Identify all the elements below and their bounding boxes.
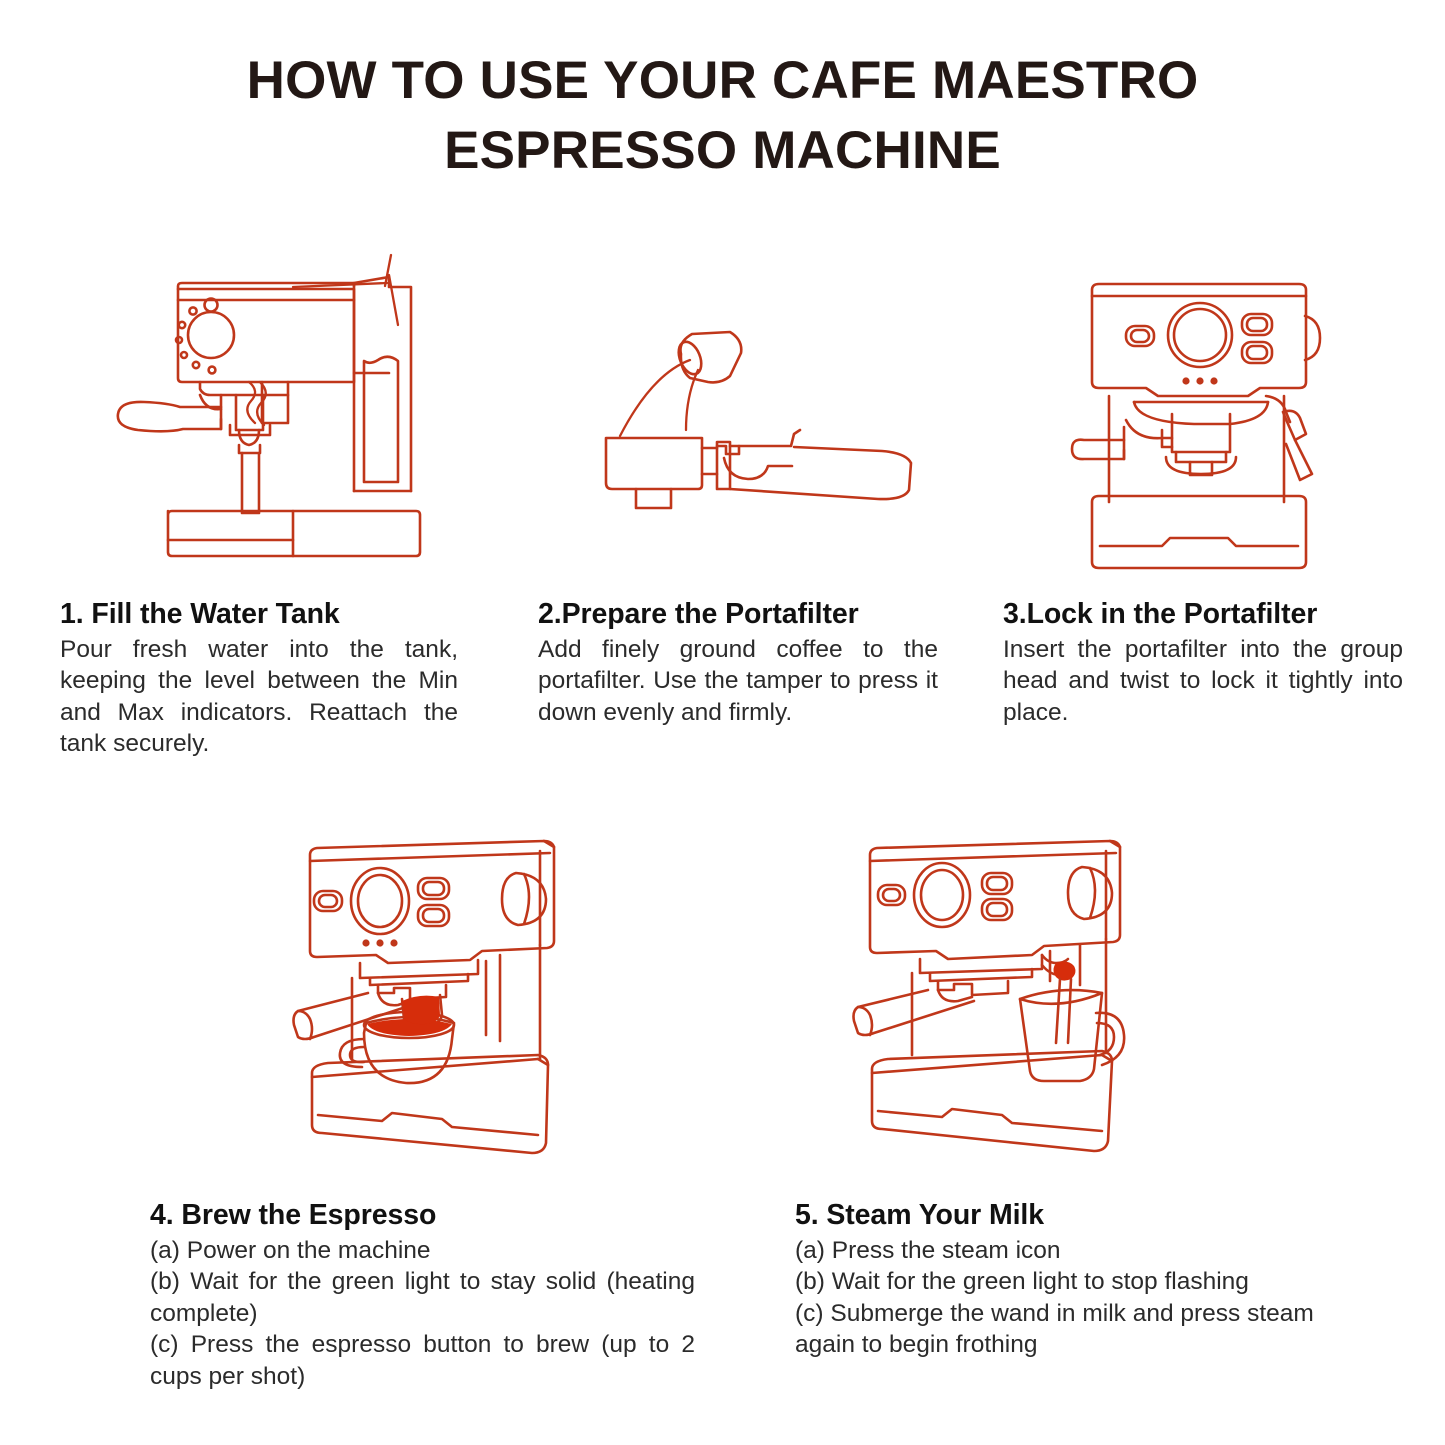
- step-1-body: Pour fresh water into the tank, keeping …: [60, 635, 458, 758]
- step-3-text-block: 3.Lock in the Portafilter Insert the por…: [1003, 598, 1403, 728]
- step-5-substep-c: (c) Submerge the wand in milk and press …: [795, 1299, 1314, 1359]
- step-5-heading: 5. Steam Your Milk: [795, 1199, 1044, 1231]
- title-line-2: ESPRESSO MACHINE: [444, 121, 1001, 181]
- step-1-text-block: 1. Fill the Water Tank Pour fresh water …: [60, 598, 458, 760]
- step-3-heading: 3.Lock in the Portafilter: [1003, 598, 1318, 630]
- step-4-substep-list: (a) Power on the machine (b) Wait for th…: [150, 1235, 695, 1393]
- page-title: HOW TO USE YOUR CAFE MAESTRO ESPRESSO MA…: [0, 46, 1445, 187]
- step-2-body: Add finely ground coffee to the portafil…: [538, 635, 938, 726]
- step-5-text-block: 5. Steam Your Milk (a) Press the steam i…: [795, 1199, 1338, 1361]
- step-2-heading: 2.Prepare the Portafilter: [538, 598, 859, 630]
- step-5-substep-a: (a) Press the steam icon: [795, 1236, 1061, 1264]
- step-4-substep-b: (b) Wait for the green light to stay sol…: [150, 1268, 695, 1327]
- step-2-text-block: 2.Prepare the Portafilter Add finely gro…: [538, 598, 938, 728]
- step-4-text-block: 4. Brew the Espresso (a) Power on the ma…: [150, 1199, 695, 1393]
- illustration-step-3-espresso-machine-front-view: [1062, 262, 1358, 574]
- title-line-1: HOW TO USE YOUR CAFE MAESTRO: [246, 51, 1199, 110]
- illustration-step-4-machine-brewing-espresso: [292, 833, 578, 1159]
- step-5-substep-list: (a) Press the steam icon (b) Wait for th…: [795, 1235, 1338, 1361]
- step-5-substep-b: (b) Wait for the green light to stop fla…: [795, 1268, 1249, 1296]
- step-4-substep-c: (c) Press the espresso button to brew (u…: [150, 1331, 695, 1390]
- illustration-step-1-espresso-machine-side-view: [108, 243, 480, 573]
- step-4-substep-a: (a) Power on the machine: [150, 1236, 431, 1264]
- illustration-step-5-machine-steaming-milk: [852, 833, 1148, 1159]
- illustration-step-2-portafilter-pouring-grounds: [578, 318, 930, 544]
- step-1-heading: 1. Fill the Water Tank: [60, 598, 340, 630]
- step-3-body: Insert the portafilter into the group he…: [1003, 635, 1403, 726]
- step-4-heading: 4. Brew the Espresso: [150, 1199, 437, 1231]
